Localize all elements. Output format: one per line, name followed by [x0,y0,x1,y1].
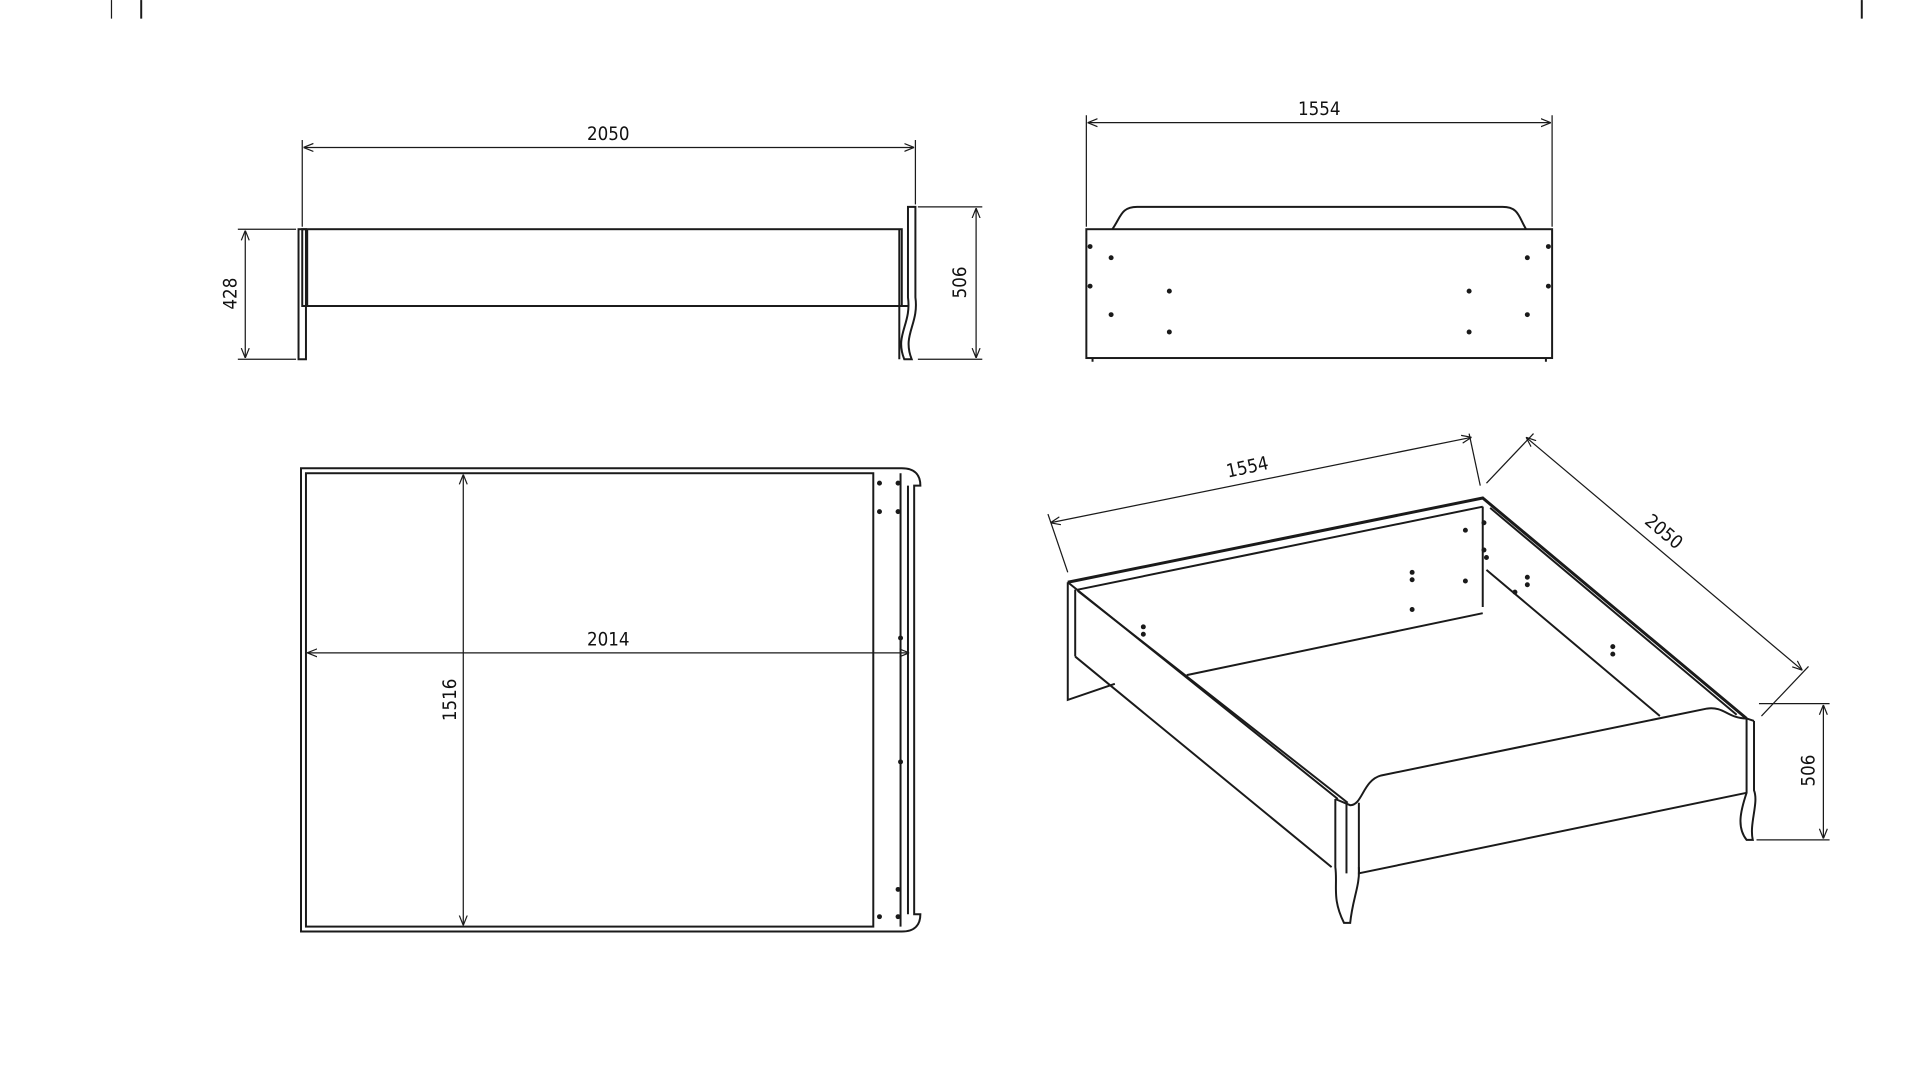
front-width-label: 1554 [1298,99,1341,120]
isometric-view: 1554 2050 506 [1047,433,1830,924]
top-bolt-holes [877,480,904,920]
side-view: 2050 428 506 [221,124,983,361]
side-length-label: 2050 [587,124,630,145]
dimension-width: 1554 [1085,99,1553,227]
iso-dimension-length: 2050 [1486,433,1809,717]
dimension-headboard-height: 506 [917,206,983,360]
iso-dimension-height: 506 [1756,703,1830,841]
top-inner-length-label: 2014 [587,629,630,650]
sheet-border-marks [110,0,1863,19]
iso-height-label: 506 [1799,755,1820,787]
iso-width-label: 1554 [1224,453,1270,482]
front-bolt-holes [1087,244,1551,335]
dimension-length: 2050 [301,124,917,227]
iso-length-label: 2050 [1640,510,1686,553]
top-view: 2014 1516 [300,467,922,933]
front-view: 1554 [1085,99,1554,362]
side-frame-height-label: 428 [221,278,242,310]
top-inner-width-label: 1516 [440,679,461,722]
side-headboard-height-label: 506 [950,267,971,299]
dimension-inner-width: 1516 [440,474,463,926]
iso-bolt-holes [1140,520,1616,657]
dimension-frame-height: 428 [221,228,297,360]
dimension-inner-length: 2014 [307,629,910,652]
